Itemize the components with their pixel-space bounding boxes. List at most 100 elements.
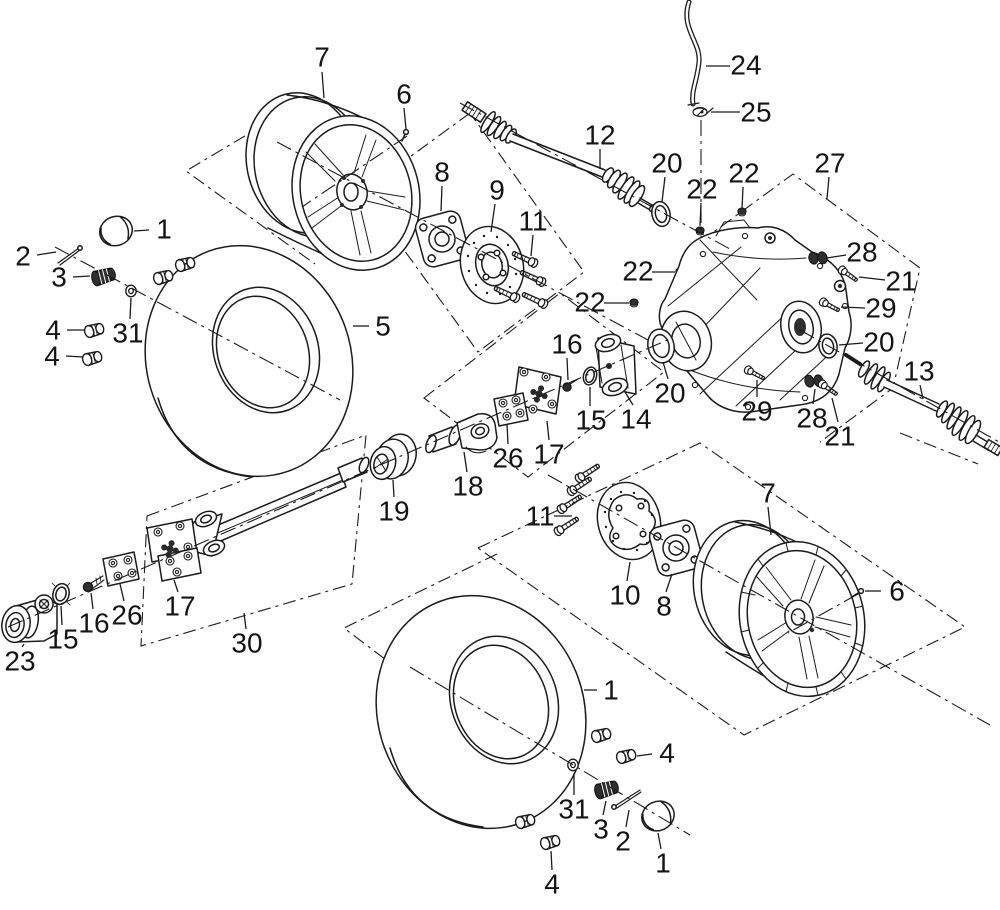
construction-lines bbox=[7, 102, 1000, 836]
callout-label-23: 23 bbox=[4, 646, 35, 677]
callout-label-12: 12 bbox=[584, 120, 615, 151]
leader-line-21 bbox=[858, 276, 886, 281]
callout-label-11: 11 bbox=[525, 501, 554, 532]
leader-line-3 bbox=[72, 275, 91, 278]
callout-label-4: 4 bbox=[45, 315, 61, 346]
lug-nut bbox=[614, 747, 638, 766]
callout-label-28: 28 bbox=[796, 403, 827, 434]
leader-line-11 bbox=[530, 234, 534, 257]
callout-label-20: 20 bbox=[654, 378, 685, 409]
callout-label-17: 17 bbox=[164, 591, 195, 622]
leader-line-20 bbox=[661, 176, 666, 203]
leader-line-21 bbox=[831, 397, 839, 423]
bearing-plate-26-top bbox=[493, 392, 529, 427]
hose-clip bbox=[692, 106, 714, 118]
axis-rear-wheel bbox=[547, 474, 991, 726]
callout-label-22: 22 bbox=[728, 158, 759, 189]
callout-label-21: 21 bbox=[824, 421, 855, 452]
leader-line-17 bbox=[173, 579, 179, 593]
nut-22 bbox=[737, 207, 747, 217]
box-propeller-shaft-30 bbox=[140, 434, 367, 647]
callout-label-1: 1 bbox=[655, 848, 671, 879]
callout-label-27: 27 bbox=[814, 148, 845, 179]
leader-line-14 bbox=[624, 391, 634, 406]
lug-nut bbox=[538, 833, 562, 852]
callout-label-21: 21 bbox=[885, 266, 916, 297]
leader-line-3 bbox=[602, 800, 607, 816]
axis-front-wheel-hub bbox=[276, 141, 649, 341]
leader-line-4 bbox=[636, 753, 653, 757]
front-hub bbox=[414, 210, 470, 268]
leader-line-28 bbox=[826, 254, 847, 259]
callout-label-20: 20 bbox=[863, 327, 894, 358]
castle-nut-rear bbox=[592, 778, 621, 801]
axle-cap-rear bbox=[636, 795, 680, 837]
leader-line-27 bbox=[826, 176, 830, 200]
callout-label-1: 1 bbox=[603, 675, 619, 706]
callout-label-25: 25 bbox=[740, 97, 771, 128]
leader-line-28 bbox=[812, 388, 816, 405]
leader-line-17 bbox=[546, 420, 550, 441]
callout-label-3: 3 bbox=[593, 814, 609, 845]
leader-line-31 bbox=[129, 297, 132, 320]
callout-label-15: 15 bbox=[47, 624, 78, 655]
leader-line-8 bbox=[665, 573, 673, 593]
leader-line-29 bbox=[840, 306, 866, 309]
callout-label-4: 4 bbox=[659, 738, 675, 769]
leader-line-4 bbox=[65, 355, 84, 358]
lug-nut bbox=[589, 726, 613, 745]
axis-front-valve bbox=[301, 135, 408, 208]
box-driveline-couplings bbox=[423, 292, 665, 478]
callout-label-9: 9 bbox=[489, 175, 505, 206]
leader-line-30 bbox=[243, 612, 247, 630]
callout-label-31: 31 bbox=[112, 318, 143, 349]
callout-label-22: 22 bbox=[574, 287, 605, 318]
callout-label-28: 28 bbox=[846, 237, 877, 268]
leader-line-2 bbox=[36, 251, 57, 256]
callout-label-18: 18 bbox=[452, 471, 483, 502]
callout-label-26: 26 bbox=[111, 600, 142, 631]
lug-nut bbox=[80, 349, 104, 368]
washer-front bbox=[125, 284, 137, 298]
callout-label-1: 1 bbox=[156, 214, 172, 245]
propeller-shaft-30 bbox=[189, 456, 370, 557]
leader-line-1 bbox=[657, 832, 662, 850]
cotter-pin-front bbox=[57, 245, 83, 266]
leader-line-20 bbox=[662, 361, 669, 380]
leader-line-7 bbox=[321, 71, 325, 99]
axis-rear-valve bbox=[787, 593, 859, 634]
axis-front-small-parts bbox=[54, 246, 341, 401]
callout-label-8: 8 bbox=[434, 157, 450, 188]
callout-label-31: 31 bbox=[558, 794, 589, 825]
callout-label-29: 29 bbox=[741, 396, 772, 427]
o-ring-15-top bbox=[582, 366, 598, 386]
rear-valve-stem bbox=[851, 587, 865, 598]
callout-label-24: 24 bbox=[730, 50, 761, 81]
leader-line-16 bbox=[90, 592, 94, 610]
callout-label-4: 4 bbox=[44, 341, 60, 372]
leader-line-26 bbox=[119, 583, 125, 602]
leader-line-7 bbox=[767, 506, 772, 536]
callout-label-13: 13 bbox=[903, 356, 934, 387]
leader-line-18 bbox=[463, 451, 468, 473]
callout-label-2: 2 bbox=[15, 241, 31, 272]
front-tire bbox=[144, 244, 354, 478]
callout-label-6: 6 bbox=[889, 576, 905, 607]
callout-label-11: 11 bbox=[518, 206, 547, 237]
callout-label-15: 15 bbox=[575, 405, 606, 436]
callout-label-3: 3 bbox=[51, 262, 67, 293]
leader-line-4 bbox=[550, 850, 553, 871]
callout-label-19: 19 bbox=[378, 496, 409, 527]
callout-label-16: 16 bbox=[551, 329, 582, 360]
axis-cv-right bbox=[799, 329, 1000, 444]
nut-22 bbox=[629, 298, 639, 308]
leader-line-13 bbox=[919, 384, 924, 400]
leader-line-15 bbox=[60, 605, 63, 626]
leader-line-6 bbox=[403, 107, 407, 130]
leader-line-23 bbox=[21, 643, 25, 648]
box-rear-wheel-group bbox=[476, 442, 967, 736]
box-differential-27 bbox=[699, 173, 921, 443]
